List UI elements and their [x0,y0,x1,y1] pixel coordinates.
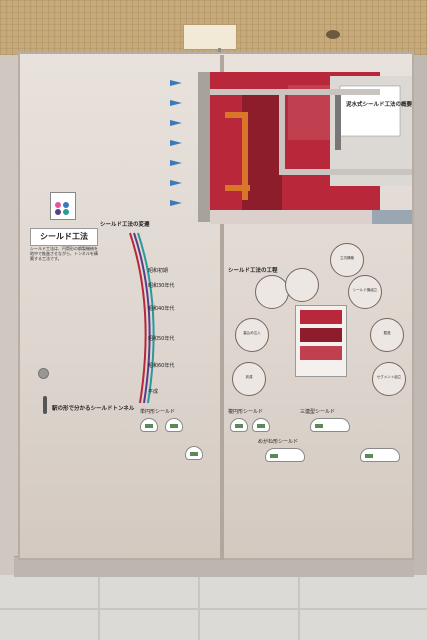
process-node-5: 裏込め注入 [235,318,269,352]
right-wall [410,55,427,575]
process-title: シールド工法の工程 [228,268,278,274]
history-title: シールド工法の変遷 [100,222,150,228]
sign-logo-icon [55,202,69,215]
process-node-2: シールド機組立 [348,275,382,309]
tunnel-shape-7 [265,448,305,462]
left-wall [0,55,18,575]
tunnel-title: 駅の形で分かるシールドトンネル [52,406,135,412]
door-lock[interactable] [38,368,49,379]
era-1: 昭和初期 [148,268,169,274]
process-node-3: 掘進 [370,318,404,352]
slurry-title: 泥水式シールド工法の概要 [346,102,413,108]
process-node-8 [285,268,319,302]
panel-seam [220,55,224,560]
tunnel-type-4: めがね形シールド [258,439,299,445]
tunnel-shape-3 [185,446,203,460]
door-handle[interactable] [43,396,47,414]
tunnel-type-1: 単円形シールド [140,409,176,415]
era-5: 昭和60年代 [148,363,175,369]
tunnel-shape-5 [252,418,270,432]
era-2: 昭和30年代 [148,283,175,289]
process-node-4: セグメント組立 [372,362,406,396]
tunnel-shape-6 [310,418,350,432]
process-node-7 [255,275,289,309]
ceiling-spotlight [326,30,340,39]
process-node-1: 立坑構築 [330,243,364,277]
process-photo-block [295,305,347,377]
era-6: 平成 [148,389,159,395]
tunnel-shape-2 [165,418,183,432]
tunnel-shape-4 [230,418,248,432]
tunnel-type-3: 三連型シールド [300,409,336,415]
era-3: 昭和40年代 [148,306,175,312]
history-timeline [129,232,155,404]
process-node-6: 到達 [232,362,266,396]
tunnel-type-2: 複円形シールド [228,409,264,415]
era-4: 昭和50年代 [148,336,175,342]
logo-block [50,192,76,220]
main-title: シールド工法 [30,228,98,246]
slurry-shield-diagram [170,72,412,224]
intro-text: シールド工法は、円筒形の鋼製機械を地中で推進させながら、トンネルを構築する工法で… [30,246,98,261]
ceiling-light [183,24,237,50]
tunnel-shape-1 [140,418,158,432]
floor-tiles [0,575,427,640]
tunnel-shape-8 [360,448,400,462]
